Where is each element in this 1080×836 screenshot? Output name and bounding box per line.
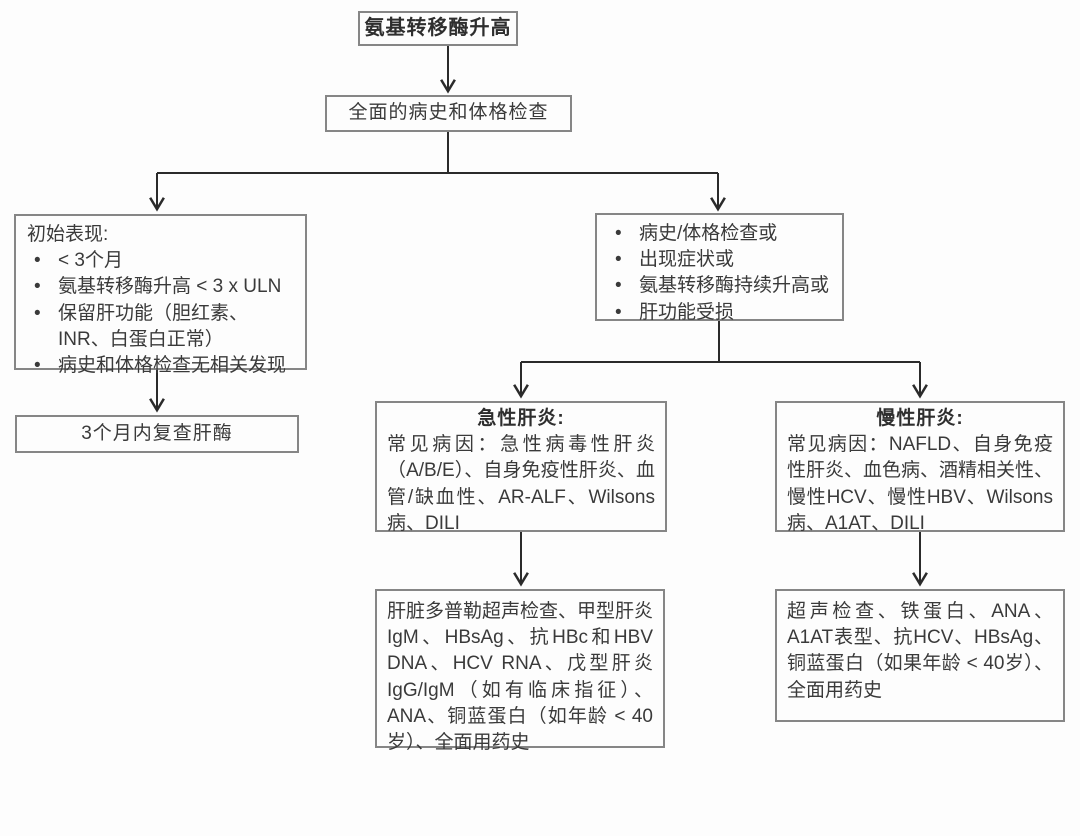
node-body: 超声检查、铁蛋白、ANA、A1AT表型、抗HCV、HBsAg、铜蓝蛋白（如果年龄… xyxy=(787,601,1053,701)
concerning-features-list: 病史/体格检查或 出现症状或 氨基转移酶持续升高或 肝功能受损 xyxy=(606,221,833,326)
node-label: 氨基转移酶升高 xyxy=(364,16,512,39)
list-item: 保留肝功能（胆红素、INR、白蛋白正常） xyxy=(25,301,296,353)
node-acute-hepatitis: 急性肝炎: 常见病因：急性病毒性肝炎（A/B/E）、自身免疫性肝炎、血管/缺血性… xyxy=(375,401,667,534)
initial-presentation-list: < 3个月 氨基转移酶升高 < 3 x ULN 保留肝功能（胆红素、INR、白蛋… xyxy=(25,248,296,379)
node-history-physical-exam: 全面的病史和体格检查 xyxy=(325,95,572,132)
node-heading: 慢性肝炎: xyxy=(876,408,964,429)
node-heading: 初始表现: xyxy=(27,224,109,245)
node-label: 3个月内复查肝酶 xyxy=(81,422,233,444)
node-label: 全面的病史和体格检查 xyxy=(348,102,549,124)
node-body: 肝脏多普勒超声检查、甲型肝炎IgM、HBsAg、抗HBc和HBV DNA、HCV… xyxy=(387,601,654,754)
list-item: 病史/体格检查或 xyxy=(606,221,833,247)
node-concerning-features: 病史/体格检查或 出现症状或 氨基转移酶持续升高或 肝功能受损 xyxy=(595,213,844,326)
node-acute-workup: 肝脏多普勒超声检查、甲型肝炎IgM、HBsAg、抗HBc和HBV DNA、HCV… xyxy=(375,589,665,753)
node-initial-presentation: 初始表现: < 3个月 氨基转移酶升高 < 3 x ULN 保留肝功能（胆红素、… xyxy=(14,214,307,380)
node-body: 常见病因：NAFLD、自身免疫性肝炎、血色病、酒精相关性、慢性HCV、慢性HBV… xyxy=(787,434,1054,534)
node-chronic-hepatitis: 慢性肝炎: 常见病因：NAFLD、自身免疫性肝炎、血色病、酒精相关性、慢性HCV… xyxy=(775,401,1065,534)
list-item: 氨基转移酶持续升高或 xyxy=(606,273,833,299)
node-heading: 急性肝炎: xyxy=(477,408,565,429)
list-item: 出现症状或 xyxy=(606,247,833,273)
list-item: 氨基转移酶升高 < 3 x ULN xyxy=(25,274,296,300)
list-item: < 3个月 xyxy=(25,248,296,274)
node-chronic-workup: 超声检查、铁蛋白、ANA、A1AT表型、抗HCV、HBsAg、铜蓝蛋白（如果年龄… xyxy=(775,589,1065,722)
node-recheck-liver-enzymes: 3个月内复查肝酶 xyxy=(15,415,299,453)
node-elevated-aminotransferases: 氨基转移酶升高 xyxy=(358,11,518,46)
list-item: 肝功能受损 xyxy=(606,300,833,326)
list-item: 病史和体格检查无相关发现 xyxy=(25,353,296,379)
node-body: 常见病因：急性病毒性肝炎（A/B/E）、自身免疫性肝炎、血管/缺血性、AR-AL… xyxy=(387,434,655,534)
